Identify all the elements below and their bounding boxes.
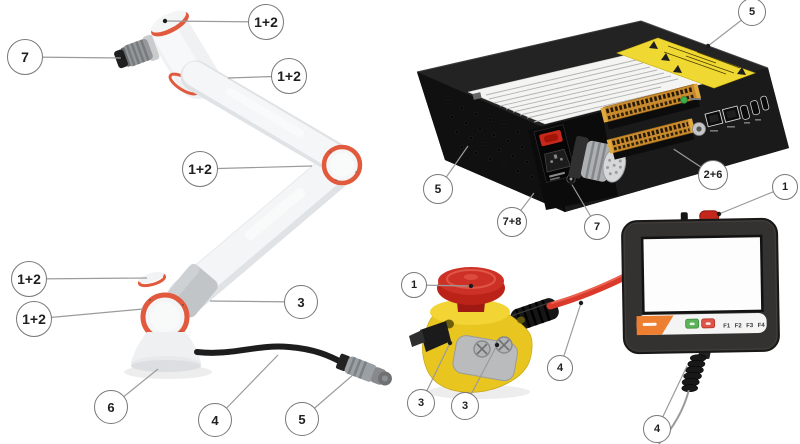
arm-cable-connector bbox=[568, 135, 627, 183]
callout-estop-latch: 3 bbox=[407, 389, 435, 417]
warning-label bbox=[616, 37, 756, 89]
pendant-top-nub bbox=[680, 212, 688, 222]
estop-mushroom-button bbox=[438, 267, 504, 295]
robot-arm bbox=[114, 10, 363, 379]
callout-aux-jack: 7 bbox=[584, 214, 610, 240]
callout-power-inlet: 7+8 bbox=[497, 207, 527, 237]
callout-wrist-joint-top: 1+2 bbox=[248, 4, 284, 40]
control-box-side-panel bbox=[417, 72, 565, 212]
callout-io-terminals: 2+6 bbox=[698, 160, 728, 190]
callout-warning-label: 5 bbox=[738, 0, 766, 26]
estop-plate-screw-1 bbox=[473, 340, 491, 358]
pendant-body-highlight bbox=[623, 220, 778, 352]
port-labels bbox=[710, 119, 761, 132]
forearm-highlight bbox=[245, 188, 305, 240]
callout-base-collar: 3 bbox=[284, 285, 318, 319]
stop-key-glyph bbox=[705, 322, 711, 325]
callout-elbow-joint: 1+2 bbox=[182, 151, 218, 187]
antenna-connector bbox=[692, 122, 706, 136]
callout-wrist-upper-arm: 1+2 bbox=[271, 58, 307, 94]
elbow-joint-face bbox=[330, 153, 354, 177]
callout-robot-cable-connector: 5 bbox=[285, 402, 319, 436]
pendant-cable-coil bbox=[681, 354, 707, 393]
estop-side-latch bbox=[420, 321, 451, 352]
spec-label bbox=[467, 49, 719, 125]
callout-control-box-side: 5 bbox=[423, 174, 453, 204]
shoulder-joint-face bbox=[150, 302, 180, 332]
estop-mount-hole-right bbox=[517, 316, 525, 324]
start-key-glyph bbox=[689, 322, 695, 326]
fkey-f3[interactable]: F3 bbox=[746, 323, 754, 329]
power-led bbox=[680, 96, 688, 104]
wrist-body-highlight bbox=[153, 21, 199, 81]
leader-dots bbox=[120, 18, 722, 348]
estop-side-knob bbox=[409, 330, 425, 347]
callout-pendant-estop: 1 bbox=[772, 174, 798, 200]
teach-pendant: F1 F2 F3 F4 bbox=[621, 210, 780, 444]
io-terminal-blocks bbox=[600, 83, 701, 160]
box-edge-highlight-1 bbox=[416, 20, 642, 73]
box-edge-highlight-2 bbox=[640, 20, 769, 69]
callout-shoulder-joint-top: 1+2 bbox=[11, 261, 47, 297]
elbow-ring-screws bbox=[329, 151, 357, 181]
fkey-f1[interactable]: F1 bbox=[723, 323, 731, 329]
control-box bbox=[416, 20, 789, 213]
callout-shoulder-joint: 1+2 bbox=[16, 301, 52, 337]
fkey-f4[interactable]: F4 bbox=[758, 323, 766, 329]
usb-ports bbox=[739, 95, 770, 120]
pendant-fkeys: F1 F2 F3 F4 bbox=[723, 323, 765, 330]
shoulder-top-ring bbox=[137, 271, 167, 288]
robot-cable-group bbox=[194, 343, 392, 386]
base-plate-edge bbox=[131, 360, 201, 372]
base-pedestal bbox=[131, 332, 201, 363]
callout-estop-screw: 3 bbox=[451, 392, 479, 420]
power-inlet bbox=[533, 124, 577, 183]
fkey-f2[interactable]: F2 bbox=[735, 323, 743, 329]
upper-arm-highlight bbox=[226, 88, 304, 137]
led-label bbox=[690, 98, 701, 100]
tool-io-connector bbox=[114, 34, 160, 69]
callout-robot-cable: 4 bbox=[198, 403, 232, 437]
robot-cable bbox=[194, 343, 346, 366]
callout-tool-io-connector: 7 bbox=[7, 39, 43, 75]
callout-estop-button: 1 bbox=[401, 272, 427, 298]
pendant-screen bbox=[640, 234, 764, 315]
callout-estop-cable: 4 bbox=[547, 355, 573, 381]
callout-pendant-cable: 4 bbox=[643, 415, 671, 443]
robot-cable-connector bbox=[335, 353, 392, 386]
ethernet-ports bbox=[704, 105, 741, 128]
vent-holes bbox=[446, 100, 534, 179]
pendant-brand-text bbox=[642, 322, 657, 326]
emergency-stop bbox=[409, 254, 664, 399]
callout-robot-base: 6 bbox=[94, 390, 128, 424]
estop-mushroom-center bbox=[464, 274, 478, 280]
